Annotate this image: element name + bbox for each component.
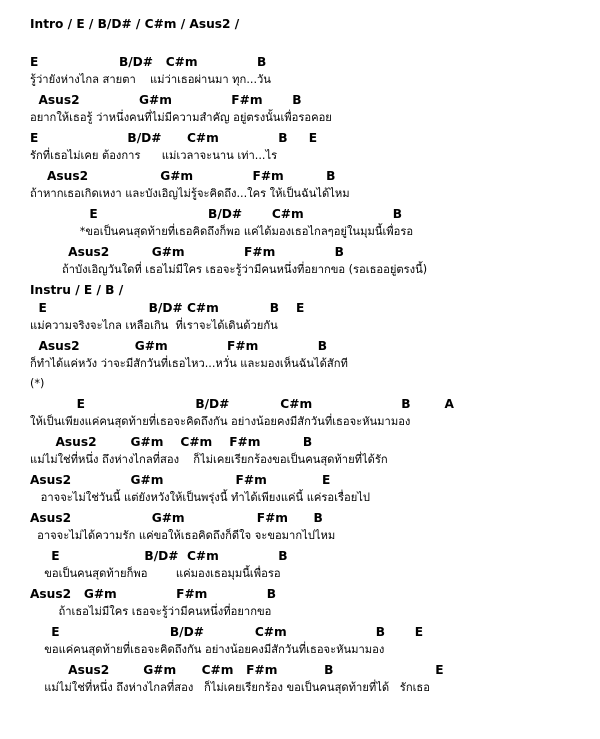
chord-line: E B/D# C#m B	[30, 207, 403, 221]
chord-line: E B/D# C#m B	[30, 55, 267, 69]
lyric-line: ขอแค่คนสุดท้ายที่เธอจะคิดถึงกัน อย่างน้อ…	[30, 643, 385, 656]
lyric-line: อาจจะไม่ได้ความรัก แค่ขอให้เธอคิดถึงก็ดี…	[30, 529, 336, 542]
chord-line: E B/D# C#m B A	[30, 397, 454, 411]
lyric-line: อาจจะไม่ใช่วันนี้ แต่ยังหวังให้เป็นพรุ่ง…	[30, 491, 370, 504]
chord-line: Asus2 G#m F#m E	[30, 473, 331, 487]
lyric-line: ถ้าหากเธอเกิดเหงา และบังเอิญไม่รู้จะคิดถ…	[30, 187, 350, 200]
chord-line: E B/D# C#m B	[30, 549, 288, 563]
lyric-line: (*)	[30, 377, 45, 390]
lyric-line: รู้ว่ายังห่างไกล สายตา แม่ว่าเธอผ่านมา ท…	[30, 73, 271, 86]
lyric-line: ก็ทำได้แค่หวัง ว่าจะมีสักวันที่เธอไหว...…	[30, 357, 348, 370]
chord-line: E B/D# C#m B E	[30, 301, 305, 315]
chord-line: Asus2 G#m F#m B	[30, 511, 323, 525]
section-heading: Intro / E / B/D# / C#m / Asus2 /	[30, 17, 240, 31]
chord-line: E B/D# C#m B E	[30, 131, 318, 145]
lyric-line: ขอเป็นคนสุดท้ายก็พอ แค่มองเธอมุมนี้เพื่อ…	[30, 567, 281, 580]
lyric-line: แม่ไม่ใช่ที่หนึ่ง ถึงห่างไกลที่สอง ก็ไม่…	[30, 453, 388, 466]
lyric-line: ถ้าเธอไม่มีใคร เธอจะรู้ว่ามีคนหนึ่งที่อย…	[30, 605, 272, 618]
chord-line: Asus2 G#m F#m B	[30, 93, 302, 107]
chord-line: Asus2 G#m F#m B	[30, 339, 327, 353]
section-heading: Instru / E / B /	[30, 283, 124, 297]
chord-line: Asus2 G#m F#m B	[30, 245, 344, 259]
chord-line: E B/D# C#m B E	[30, 625, 424, 639]
chord-line: Asus2 G#m C#m F#m B	[30, 435, 313, 449]
chord-line: Asus2 G#m F#m B	[30, 587, 277, 601]
lyric-line: อยากให้เธอรู้ ว่าหนึ่งคนที่ไม่มีความสำคั…	[30, 111, 332, 124]
chord-line: Asus2 G#m C#m F#m B E	[30, 663, 444, 677]
chord-line: Asus2 G#m F#m B	[30, 169, 336, 183]
lyric-line: ถ้าบังเอิญวันใดที่ เธอไม่มีใคร เธอจะรู้ว…	[30, 263, 428, 276]
lyric-line: *ขอเป็นคนสุดท้ายที่เธอคิดถึงก็พอ แค่ได้ม…	[30, 225, 414, 238]
lyric-line: แม่ไม่ใช่ที่หนึ่ง ถึงห่างไกลที่สอง ก็ไม่…	[30, 681, 430, 694]
lyric-line: แม่ความจริงจะไกล เหลือเกิน ที่เราจะได้เด…	[30, 319, 278, 332]
lyric-line: ให้เป็นเพียงแค่คนสุดท้ายที่เธอจะคิดถึงกั…	[30, 415, 411, 428]
lyric-line: รักที่เธอไม่เคย ต้องการ แม่เวลาจะนาน เท่…	[30, 149, 278, 162]
